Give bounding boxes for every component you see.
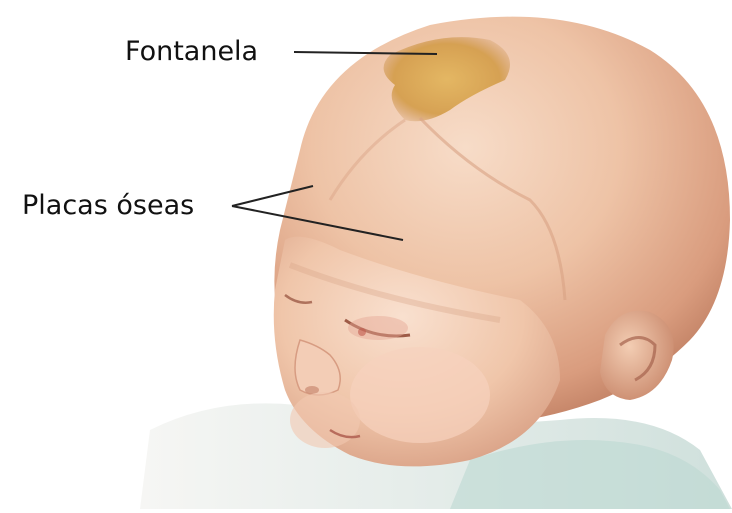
cheek (350, 347, 490, 443)
placas-oseas-label: Placas óseas (22, 192, 194, 219)
fontanela-label: Fontanela (125, 38, 258, 65)
